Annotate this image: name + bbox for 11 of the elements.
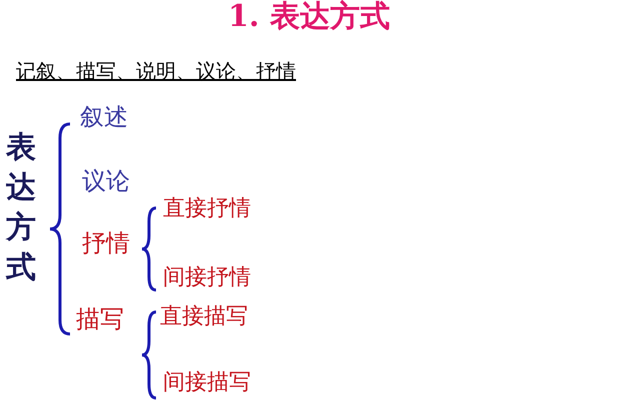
branch-label: 议论 [82, 168, 130, 196]
vertical-heading: 表达方式 [6, 129, 37, 287]
title: 1. 表达方式 [228, 0, 390, 34]
underlined-text: 记叙、描写、说明、议论、抒情 [16, 60, 296, 83]
branch-label: 描写 [76, 306, 124, 334]
branch-label: 叙述 [80, 104, 128, 132]
leaf-label: 间接抒情 [163, 265, 251, 290]
leaf-label: 直接描写 [160, 304, 248, 330]
leaf-label: 直接抒情 [163, 196, 251, 222]
leaf-label: 间接描写 [163, 370, 251, 396]
branch-label: 抒情 [82, 230, 130, 258]
